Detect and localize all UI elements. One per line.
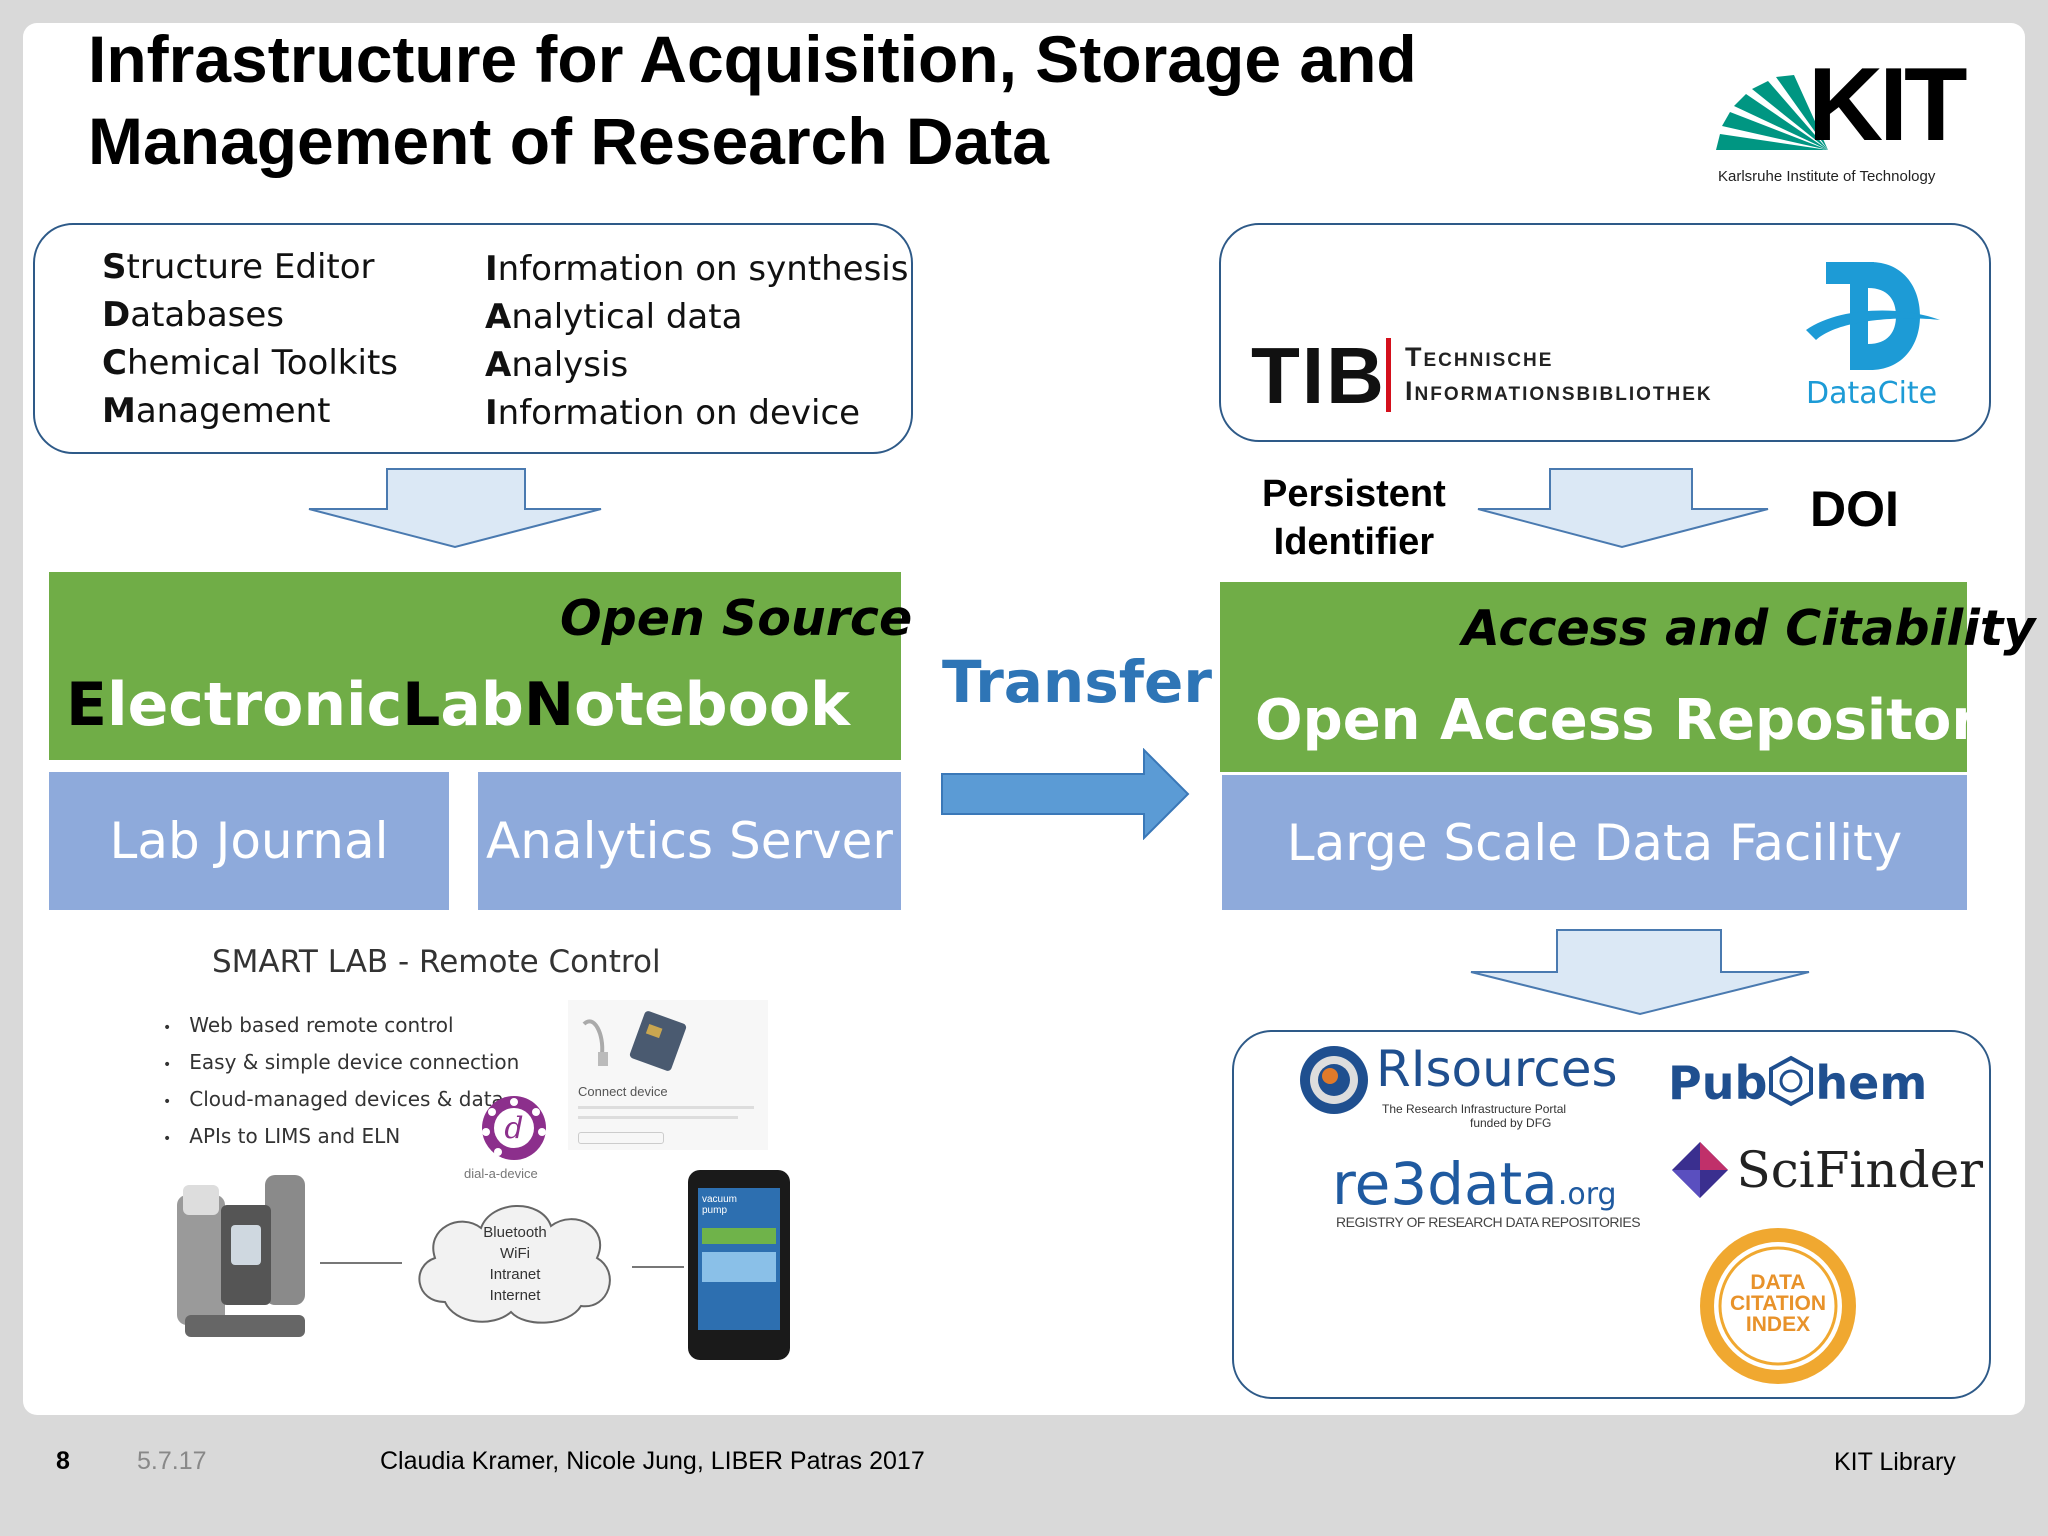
slide-title: Infrastructure for Acquisition, Storage … [88, 18, 1538, 182]
connect-device-panel: Connect device [568, 1000, 768, 1150]
persistent-identifier-label: Persistent Identifier [1262, 473, 1446, 563]
smartphone: vacuum pump [688, 1170, 790, 1360]
datacite-logo: DataCite [1800, 258, 1946, 418]
tib-text-2: Informationsbibliothek [1405, 376, 1713, 406]
scifinder-wordmark: SciFinder [1736, 1141, 1984, 1199]
datacite-icon [1806, 262, 1940, 370]
connection-line [632, 1266, 684, 1268]
re3data-wordmark: re3data.org [1332, 1150, 1617, 1218]
lab-journal-box: Lab Journal [49, 772, 449, 910]
bullet-item: Web based remote control [163, 1008, 519, 1045]
eln-inputs-box [33, 223, 913, 454]
risources-wordmark: RIsources [1376, 1040, 1618, 1098]
input-item: Structure Editor [102, 247, 375, 287]
cloud-line: WiFi [500, 1245, 530, 1262]
eln-inputs-col2: Information on synthesis Analytical data… [485, 245, 908, 437]
dial-a-device-logo: d dial-a-device [460, 1094, 570, 1184]
down-arrow-icon [308, 468, 602, 549]
risources-icon [1300, 1046, 1368, 1114]
input-item: Information on synthesis [485, 249, 909, 289]
pubchem-hexagon-icon [1769, 1055, 1814, 1107]
eln-title: ElectronicLabNotebook [66, 670, 850, 740]
risources-logo: RIsources The Research Infrastructure Po… [1298, 1040, 1618, 1134]
eln-block [49, 572, 901, 760]
doi-label: DOI [1810, 481, 1899, 537]
bullet-item: Easy & simple device connection [163, 1045, 519, 1082]
title-line-1: Infrastructure for Acquisition, Storage … [88, 22, 1417, 96]
bullet-item: APIs to LIMS and ELN [163, 1119, 519, 1156]
input-item: Databases [102, 295, 284, 335]
data-citation-index-badge: DATA CITATION INDEX [1692, 1226, 1864, 1386]
down-arrow-icon [1477, 468, 1769, 549]
access-citability-label: Access and Citability [1462, 600, 2036, 657]
cloud-line: Bluetooth [483, 1224, 547, 1241]
connection-line [320, 1262, 402, 1264]
transfer-label: Transfer [942, 648, 1212, 716]
phone-text: vacuum pump [702, 1194, 738, 1216]
pubchem-logo: Pub hem [1668, 1055, 1927, 1110]
input-item: Analysis [485, 345, 629, 385]
smart-lab-bullets: Web based remote control Easy & simple d… [163, 1008, 519, 1156]
dial-icon: d [482, 1096, 546, 1160]
re3data-subtitle: REGISTRY OF RESEARCH DATA REPOSITORIES [1336, 1214, 1641, 1230]
cloud-line: Internet [489, 1287, 541, 1304]
phone-screen: vacuum pump [698, 1188, 780, 1330]
tib-divider [1386, 338, 1391, 412]
analytics-server-box: Analytics Server [478, 772, 901, 910]
kit-subtitle: Karlsruhe Institute of Technology [1718, 168, 1936, 185]
footer-authors: Claudia Kramer, Nicole Jung, LIBER Patra… [380, 1447, 925, 1475]
badge-line: CITATION [1729, 1292, 1827, 1315]
open-source-label: Open Source [560, 590, 913, 647]
re3data-logo: re3data.org REGISTRY OF RESEARCH DATA RE… [1332, 1150, 1641, 1240]
tib-text-1: Technische [1405, 342, 1554, 372]
badge-line: DATA [1750, 1271, 1806, 1294]
footer-date: 5.7.17 [137, 1447, 207, 1475]
cloud-line: Intranet [489, 1266, 541, 1283]
eln-inputs-col1: Structure Editor Databases Chemical Tool… [102, 243, 398, 435]
input-item: Analytical data [485, 297, 743, 337]
svg-text:d: d [504, 1111, 523, 1146]
dial-a-device-label: dial-a-device [464, 1166, 538, 1181]
page-number: 8 [56, 1447, 70, 1475]
title-line-2: Management of Research Data [88, 104, 1049, 178]
connect-device-label: Connect device [578, 1084, 668, 1099]
network-cloud: Bluetooth WiFi Intranet Internet [405, 1192, 625, 1332]
pubchem-wordmark-a: Pub [1668, 1056, 1768, 1110]
repository-block [1220, 582, 1967, 772]
tib-letters: TIB [1251, 331, 1386, 420]
kit-logo: KIT Karlsruhe Institute of Technology [1716, 50, 1968, 192]
input-item: Chemical Toolkits [102, 343, 398, 383]
open-access-repository-title: Open Access Repository [1255, 688, 2016, 753]
scifinder-logo: SciFinder [1668, 1138, 1983, 1202]
right-arrow-icon [941, 748, 1190, 840]
badge-line: INDEX [1745, 1313, 1811, 1336]
footer-library: KIT Library [1834, 1448, 1956, 1476]
usb-board-icon [582, 1011, 687, 1071]
datacite-label: DataCite [1806, 376, 1938, 411]
vacuum-pump-icon [177, 1175, 305, 1337]
cloud-icon [418, 1205, 611, 1324]
smart-lab-title: SMART LAB - Remote Control [212, 944, 661, 980]
pubchem-wordmark-b: hem [1815, 1056, 1928, 1110]
scifinder-diamond-icon [1672, 1142, 1728, 1198]
down-arrow-icon [1470, 929, 1810, 1016]
lsdf-box: Large Scale Data Facility [1222, 775, 1967, 910]
input-item: Information on device [485, 393, 861, 433]
badge-seal-icon [1700, 1228, 1856, 1384]
risources-subtitle-2: funded by DFG [1470, 1116, 1552, 1130]
kit-wordmark: KIT [1808, 47, 1968, 163]
bullet-item: Cloud-managed devices & data [163, 1082, 519, 1119]
risources-subtitle-1: The Research Infrastructure Portal [1382, 1102, 1567, 1116]
input-item: Management [102, 391, 331, 431]
